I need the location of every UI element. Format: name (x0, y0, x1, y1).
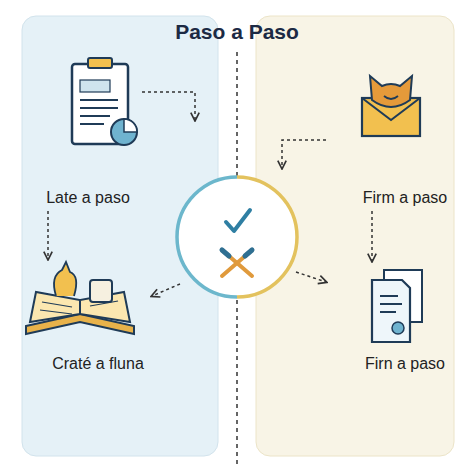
document-icon (372, 270, 422, 342)
step-label: Firn a paso (345, 354, 465, 374)
dotted-arrow (371, 211, 373, 261)
step-node: Firn a paso (345, 264, 465, 374)
check-mark (226, 210, 250, 231)
step-label: Firm a paso (345, 188, 465, 208)
step-node: Craté a fluna (18, 262, 178, 374)
step-node: Firm a paso (345, 68, 465, 208)
crossed-tools (222, 250, 252, 276)
step-label: Craté a fluna (18, 354, 178, 374)
step-node: Late a paso (18, 56, 158, 208)
step-label: Late a paso (18, 188, 158, 208)
book-icon (26, 262, 134, 334)
diagram-title: Paso a Paso (0, 20, 474, 44)
fox-envelope-icon (362, 76, 420, 136)
clipboard-icon (72, 58, 137, 145)
center-circle (177, 177, 297, 297)
dotted-arrow (47, 211, 49, 259)
title-text: Paso a Paso (169, 20, 305, 43)
